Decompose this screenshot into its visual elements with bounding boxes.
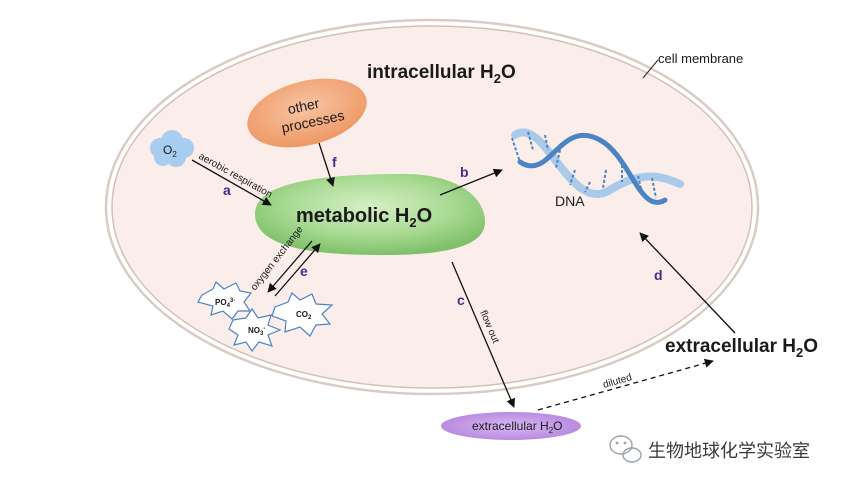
po4-star [197, 281, 253, 320]
arrow-c-letter: c [457, 292, 465, 308]
arrow-a-letter: a [223, 182, 231, 198]
arrow-a [191, 159, 272, 206]
arrow-e-in [274, 243, 321, 297]
arrow-b [439, 168, 503, 196]
other-processes-blob [247, 78, 367, 148]
cell-membrane-label: cell membrane [658, 51, 743, 66]
cell-membrane-pointer [642, 59, 659, 79]
extracellular-small-label: extracellular H2O [472, 419, 563, 435]
dna-helix [511, 128, 684, 205]
arrow-diluted [537, 358, 714, 411]
extracellular-small-blob [441, 412, 581, 440]
arrow-f [318, 142, 335, 187]
extracellular-big-label: extracellular H2O [665, 336, 818, 360]
cell-membrane-outer [104, 18, 760, 396]
no3-label: NO3- [248, 326, 265, 337]
intracellular-title: intracellular H2O [367, 62, 516, 86]
o2-cloud [150, 130, 194, 167]
wechat-icon [609, 435, 642, 463]
arrow-e-letter: e [300, 263, 308, 279]
arrow-c [451, 261, 515, 408]
arrow-d-letter: d [654, 267, 663, 283]
watermark-text: 生物地球化学实验室 [648, 441, 810, 462]
co2-star [271, 292, 334, 337]
no3-star [228, 307, 282, 353]
o2-label: O2 [163, 143, 177, 159]
co2-label: CO2 [296, 310, 312, 321]
po4-label: PO43- [215, 298, 235, 309]
arrow-e-out [267, 240, 313, 293]
dna-label: DNA [555, 193, 585, 209]
arrow-f-letter: f [332, 154, 337, 170]
metabolic-label: metabolic H2O [296, 205, 432, 230]
arrow-d [639, 232, 736, 334]
metabolic-blob [255, 174, 485, 255]
arrow-b-letter: b [460, 164, 469, 180]
